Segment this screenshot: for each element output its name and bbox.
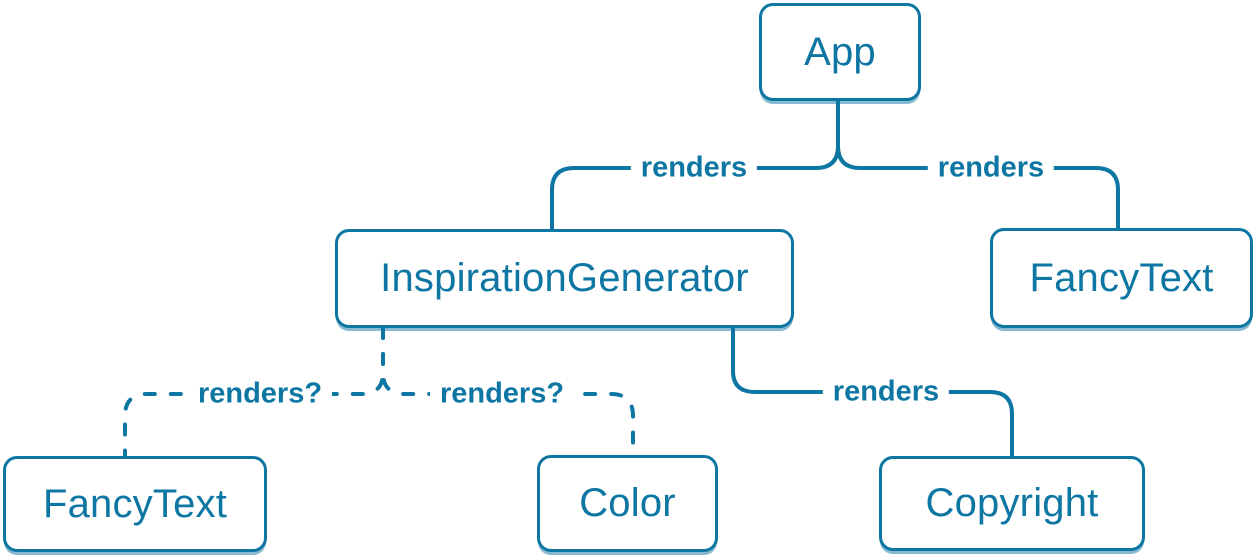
node-copyright: Copyright [879,456,1145,551]
node-app-label: App [804,29,876,74]
edge-label-inspirationgenerator-fancytext: renders? [187,377,333,411]
edge-label-inspirationgenerator-copyright: renders [822,375,950,409]
node-fancy-text-top: FancyText [990,228,1253,328]
node-color: Color [537,455,718,552]
node-copyright-label: Copyright [925,481,1099,525]
edge-label-app-fancytext: renders [927,151,1055,185]
edge-label-inspirationgenerator-color: renders? [429,377,575,411]
node-app: App [759,3,921,101]
node-fancy-text-top-label: FancyText [1029,255,1214,300]
edge-label-app-inspirationgenerator: renders [630,151,758,185]
node-color-label: Color [579,481,676,525]
node-fancy-text-bottom-label: FancyText [42,481,228,526]
node-inspiration-generator: InspirationGenerator [335,229,794,328]
node-inspiration-generator-label: InspirationGenerator [380,256,749,300]
node-fancy-text-bottom: FancyText [3,456,267,552]
